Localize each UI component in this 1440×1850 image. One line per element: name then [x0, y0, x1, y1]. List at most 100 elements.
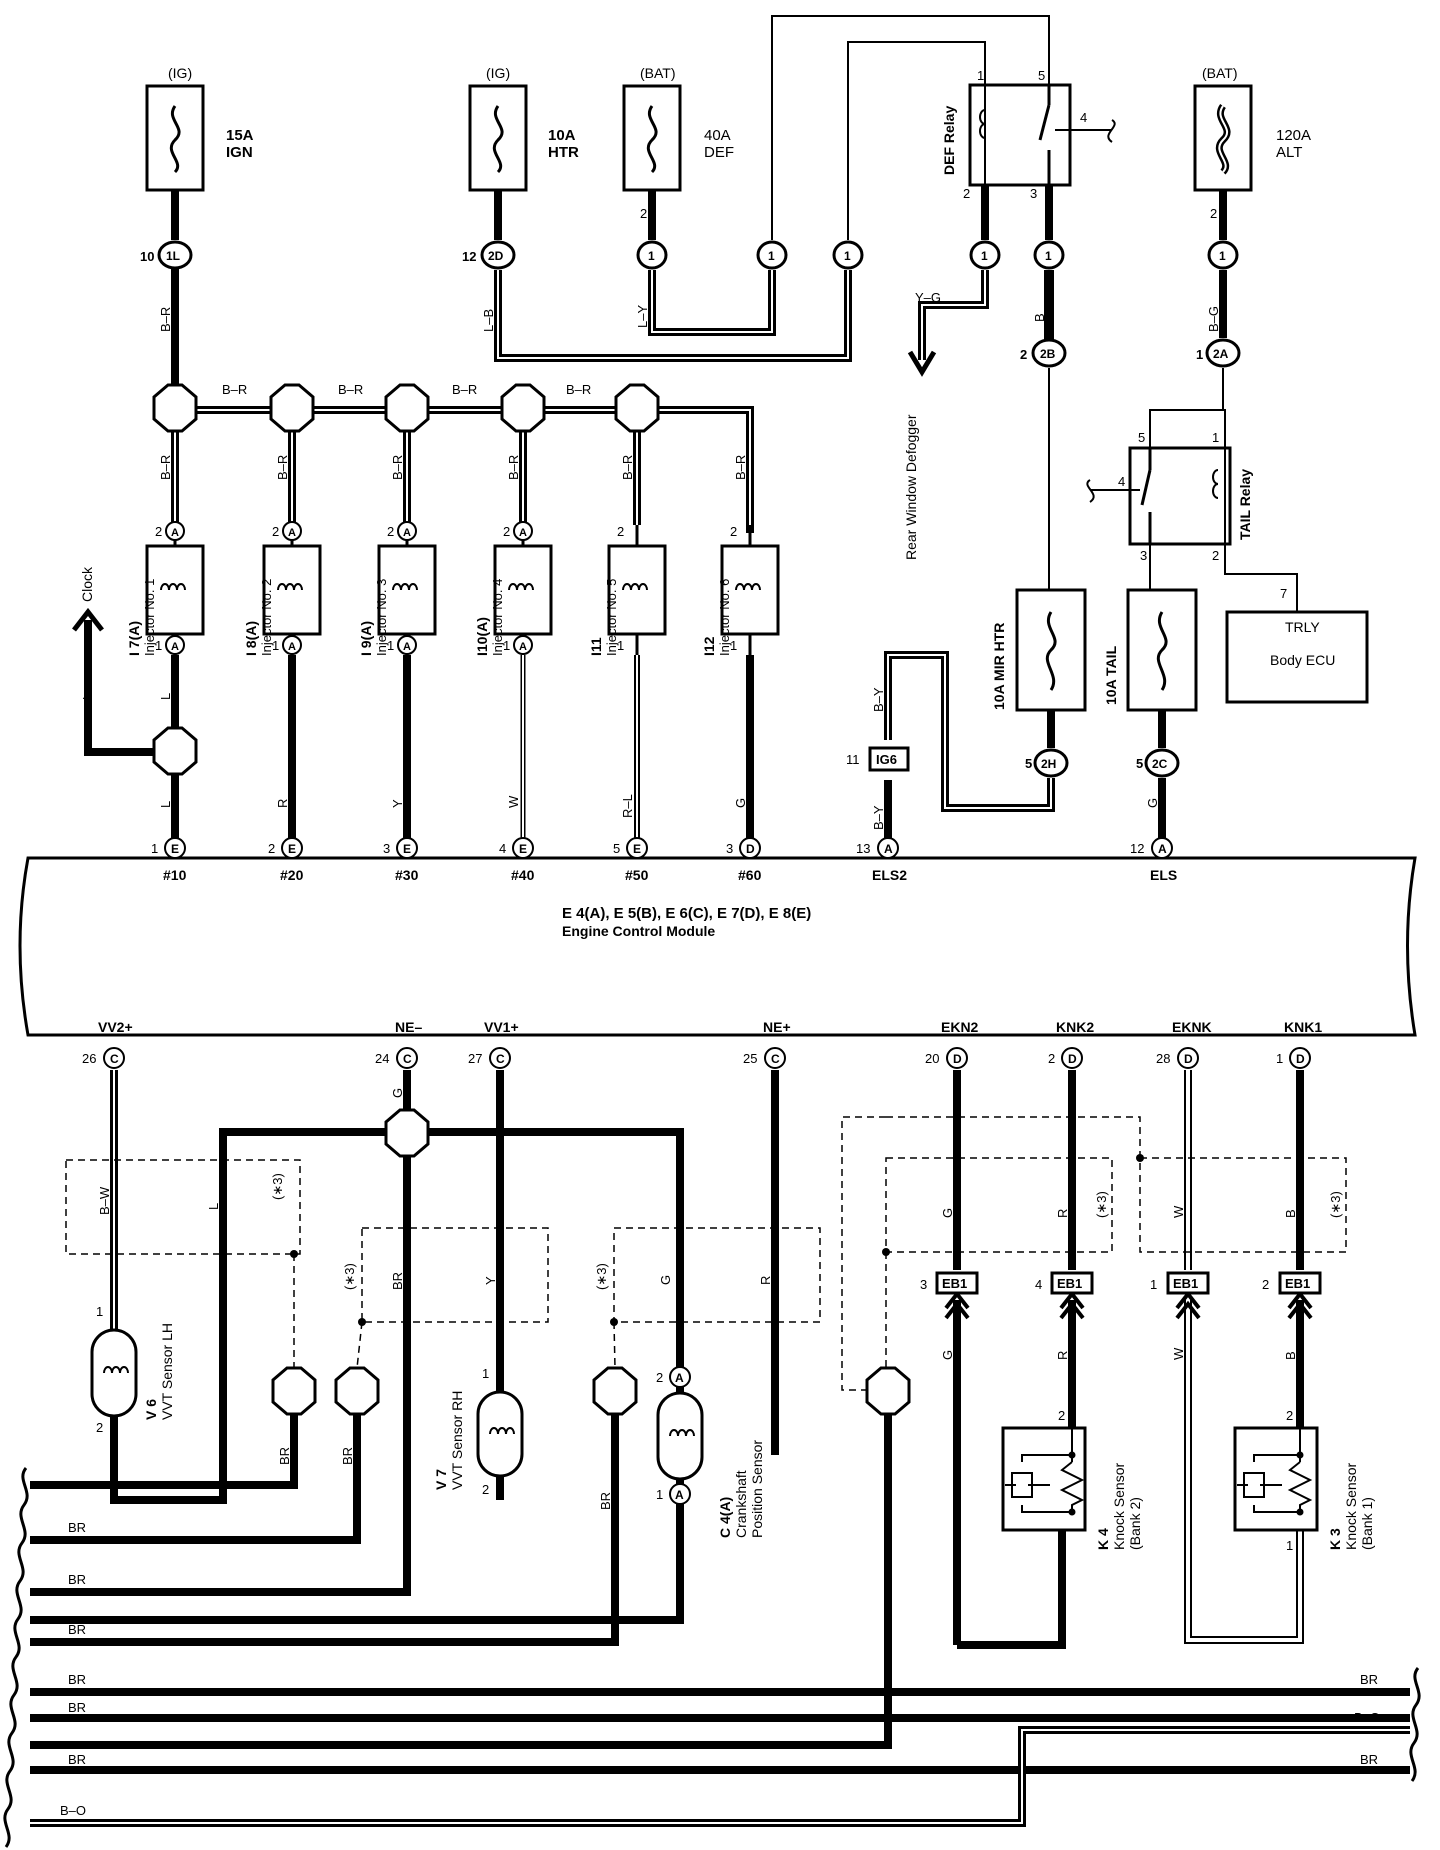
wire-label: BR: [340, 1447, 355, 1465]
wire-label: G: [658, 1275, 673, 1285]
connector-1: [832, 240, 864, 270]
injector-code: I11: [588, 637, 604, 656]
connector-label: A: [171, 527, 179, 539]
wire-label: B–R: [222, 382, 247, 397]
fuse-rating: 15A: [226, 127, 254, 144]
ecm-terminal-30: E3#30: [383, 837, 419, 883]
injector-code: I 8(A): [243, 621, 259, 656]
connector-label: 2A: [1213, 347, 1229, 361]
pin-number: 10: [140, 249, 154, 264]
connector-label: A: [171, 641, 179, 653]
wire-label: BR: [390, 1272, 405, 1290]
injector-code: I 7(A): [126, 621, 142, 656]
wire-label: B: [1283, 1351, 1298, 1360]
shield-note: (∗3): [1094, 1191, 1109, 1218]
wire-label: BR: [68, 1672, 86, 1687]
wire-label: B–Y: [871, 687, 886, 712]
terminal-name: NE+: [763, 1019, 791, 1035]
knock-sensor-bank2-text: 2 1 K 4 Knock Sensor (Bank 2): [1058, 1408, 1143, 1553]
rear-defogger-label: Rear Window Defogger: [903, 414, 919, 560]
pin-number: 2: [1020, 347, 1027, 362]
sensor-code: V 6: [143, 1399, 159, 1420]
fuse-name: IGN: [226, 144, 253, 161]
injector-name: Injector No. 4: [490, 579, 505, 656]
shield-note: (∗3): [270, 1173, 285, 1200]
pin-number: 2: [1058, 1408, 1065, 1423]
wire-label: B–R: [620, 455, 635, 480]
wire-label: BR: [598, 1492, 613, 1510]
terminal-name: EKN2: [941, 1019, 979, 1035]
connector-2C: [1144, 748, 1180, 778]
connector-label: A: [675, 1371, 684, 1385]
pin-number: 2: [656, 1370, 663, 1385]
ecm-terminal-10: E1#10: [151, 837, 187, 883]
connector-label: 2H: [1041, 757, 1056, 771]
wire-label: B–W: [97, 1186, 112, 1215]
sensor-code: C 4(A): [717, 1497, 733, 1538]
bottom-wiring: [30, 1070, 1410, 1827]
wire-label: B–R: [338, 382, 363, 397]
pin-number: 1: [656, 1487, 663, 1502]
terminal-name: KNK1: [1284, 1019, 1322, 1035]
splice: [269, 383, 315, 433]
ecm-top-terminals: E1#10E2#20E3#30E4#40E5#50D3#60A13ELS2A12…: [151, 837, 1177, 883]
pin-number: 11: [846, 752, 860, 767]
connector-label: A: [519, 527, 527, 539]
fuse-ign: (IG) 15A IGN: [145, 65, 254, 192]
connector-letter: E: [519, 842, 527, 856]
pin-number: 7: [1280, 586, 1287, 601]
pin-number: 27: [468, 1051, 482, 1066]
pin-number: 2: [1212, 548, 1219, 563]
terminal-name: #60: [738, 867, 762, 883]
fuse-name: ALT: [1276, 144, 1302, 161]
pin-number: 2: [963, 186, 970, 201]
connector-letter: D: [953, 1052, 962, 1066]
wire-label: B–O: [60, 1803, 86, 1818]
pin-number: 1: [151, 841, 158, 856]
connector-1: [756, 240, 788, 270]
ecm-terminal-50: E5#50: [613, 837, 649, 883]
ecm-subtitle: Engine Control Module: [562, 923, 715, 939]
top-wire-labels: B–R B–R B–R B–R B–R B–R B–R B–R B–R B–R …: [79, 290, 1221, 830]
splice: [865, 1366, 911, 1416]
connector-1: [1207, 240, 1239, 270]
wire-label: R–L: [620, 794, 635, 818]
splice: [334, 1366, 380, 1416]
fuse-label: 10A TAIL: [1103, 645, 1119, 705]
shield-note: (∗3): [1328, 1191, 1343, 1218]
pin-number: 5: [613, 841, 620, 856]
pin-number: 1: [1196, 347, 1203, 362]
pin-number: 4: [1035, 1277, 1042, 1292]
wire-label: Y: [483, 1276, 498, 1285]
pin-number: 25: [743, 1051, 757, 1066]
wire-label: B–R: [452, 382, 477, 397]
pin-number: 4: [499, 841, 506, 856]
fuse-name: HTR: [548, 144, 579, 161]
connector-label: 2B: [1040, 347, 1056, 361]
connector-eb1: [1278, 1271, 1322, 1295]
connector-2D: [480, 240, 516, 270]
connector-2H: [1033, 748, 1069, 778]
fuse-rating: 120A: [1276, 127, 1311, 144]
wire-label: B–R: [158, 455, 173, 480]
def-relay: DEF Relay 1 5 4 2 3: [941, 68, 1116, 201]
wire-label: L: [206, 1203, 221, 1210]
connector-1: [1033, 240, 1065, 270]
sensor-name: Crankshaft: [733, 1470, 749, 1538]
sensor-code: K 4: [1095, 1528, 1111, 1550]
connector-label: A: [403, 527, 411, 539]
splice: [384, 1108, 430, 1158]
wire-label: B–R: [506, 455, 521, 480]
shield-boxes: [65, 1116, 1347, 1391]
wire-label: Y: [390, 799, 405, 808]
pin-number: 2: [730, 524, 737, 539]
terminal-name: KNK2: [1056, 1019, 1094, 1035]
wire-label: W: [1171, 1347, 1186, 1360]
connector-letter: A: [884, 842, 893, 856]
